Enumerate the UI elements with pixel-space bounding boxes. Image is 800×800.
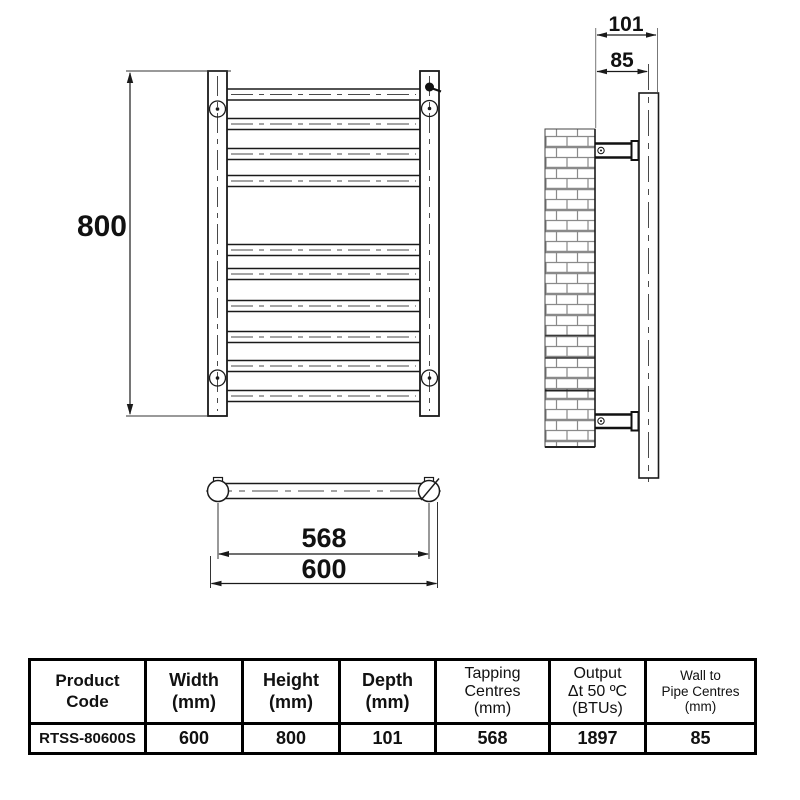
top-view: 568 600 — [206, 476, 441, 588]
wall-to-pipe-dimension: 85 — [596, 49, 648, 75]
tapping-centres-dimension: 568 — [217, 503, 430, 559]
front-view: 800 — [77, 70, 442, 417]
depth-dimension: 101 — [596, 13, 657, 38]
width-dimension: 600 — [210, 502, 438, 588]
side-panel — [638, 92, 660, 479]
header-width: Width (mm) — [144, 658, 244, 725]
technical-drawing: 800 — [77, 13, 660, 588]
header-wall-to-pipe-centres: Wall to Pipe Centres (mm) — [644, 658, 757, 725]
side-bracket-bottom — [595, 411, 640, 432]
side-bracket-top — [595, 140, 640, 161]
value-depth: 101 — [338, 722, 437, 755]
header-output: Output Δt 50 ºC (BTUs) — [548, 658, 647, 725]
header-product-code: Product Code — [28, 658, 147, 725]
spec-table: Product Code Width (mm) Height (mm) Dept… — [28, 658, 757, 755]
header-height: Height (mm) — [241, 658, 341, 725]
spec-table-data-row: RTSS-80600S 600 800 101 568 1897 85 — [28, 722, 757, 755]
value-product-code: RTSS-80600S — [28, 722, 147, 755]
height-dimension: 800 — [77, 70, 231, 417]
side-view: 101 85 — [544, 13, 660, 482]
depth-dim-label: 101 — [608, 13, 643, 36]
value-height: 800 — [241, 722, 341, 755]
value-width: 600 — [144, 722, 244, 755]
air-vent-icon — [425, 82, 442, 93]
value-wall-to-pipe-centres: 85 — [644, 722, 757, 755]
value-output: 1897 — [548, 722, 647, 755]
spec-table-header-row: Product Code Width (mm) Height (mm) Dept… — [28, 658, 757, 725]
tapping-centres-dim-label: 568 — [301, 523, 346, 553]
width-dim-label: 600 — [301, 554, 346, 584]
wall-brick-pattern — [544, 128, 596, 448]
plan-left-tube-circle — [206, 479, 230, 503]
value-tapping-centres: 568 — [434, 722, 551, 755]
header-depth: Depth (mm) — [338, 658, 437, 725]
header-tapping-centres: Tapping Centres (mm) — [434, 658, 551, 725]
wall-to-pipe-dim-label: 85 — [610, 49, 634, 72]
height-dim-label: 800 — [77, 210, 127, 243]
rung-set — [226, 88, 421, 403]
